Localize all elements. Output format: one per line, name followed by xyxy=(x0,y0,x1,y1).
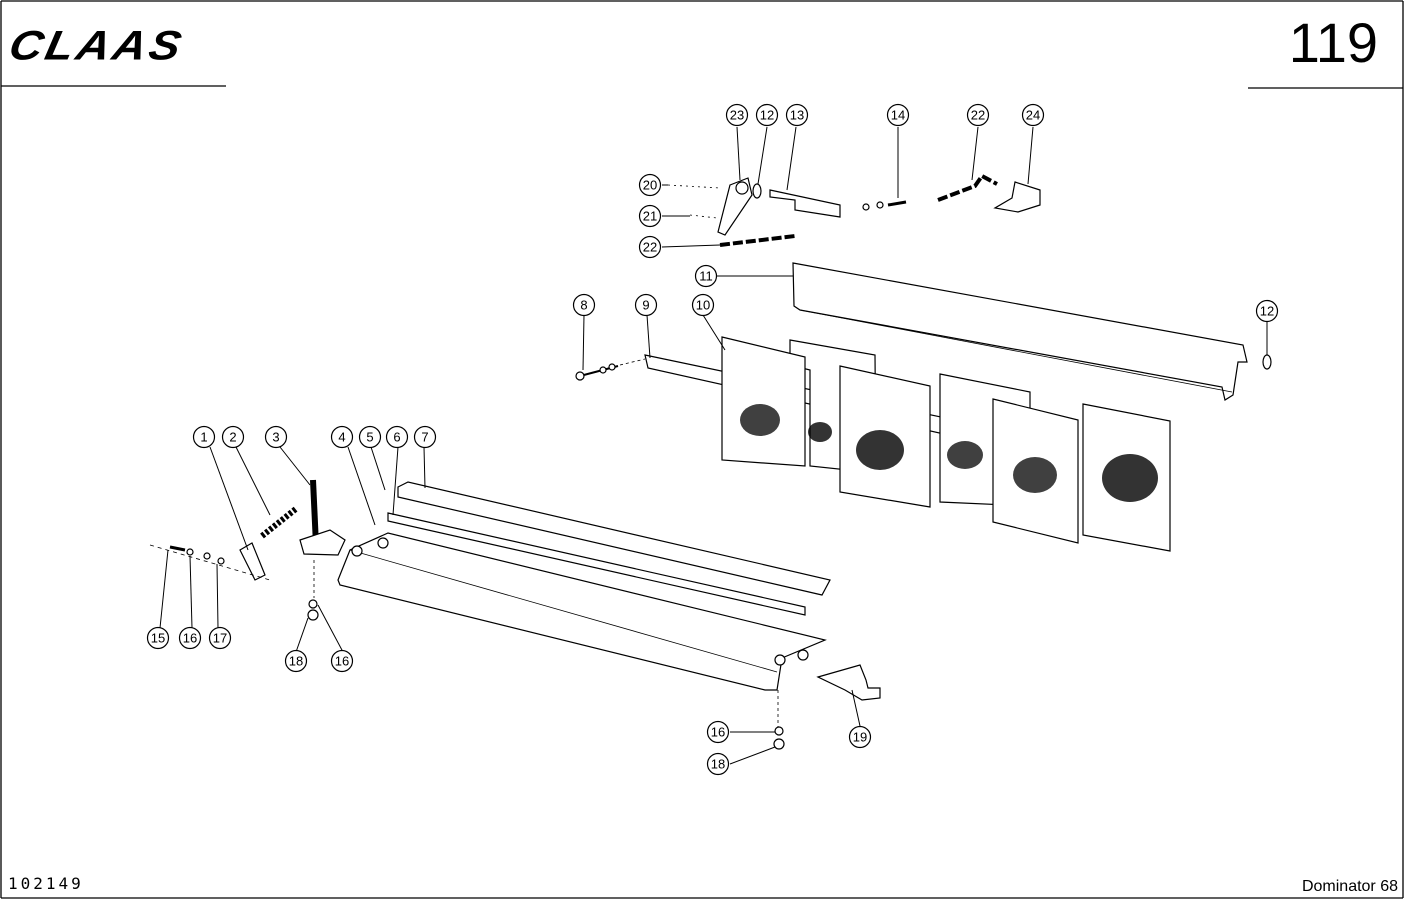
svg-text:24: 24 xyxy=(1026,108,1040,123)
callout-7: 7 xyxy=(413,425,437,449)
callout-10: 10 xyxy=(691,293,715,317)
callout-9: 9 xyxy=(634,293,658,317)
callout-21: 21 xyxy=(638,204,662,228)
svg-text:2: 2 xyxy=(229,430,236,445)
svg-text:22: 22 xyxy=(643,240,657,255)
callout-6: 6 xyxy=(385,425,409,449)
svg-text:16: 16 xyxy=(711,725,725,740)
leader-lines xyxy=(159,126,1268,765)
svg-text:18: 18 xyxy=(289,654,303,669)
svg-text:18: 18 xyxy=(711,757,725,772)
svg-text:8: 8 xyxy=(580,298,587,313)
svg-text:11: 11 xyxy=(699,269,713,284)
callout-15: 15 xyxy=(146,626,170,650)
svg-text:16: 16 xyxy=(183,631,197,646)
svg-text:1: 1 xyxy=(200,430,207,445)
callout-20: 20 xyxy=(638,173,662,197)
lower-assembly xyxy=(149,479,881,750)
callout-11: 11 xyxy=(694,264,718,288)
flap-texture xyxy=(740,404,1158,502)
callout-1: 1 xyxy=(192,425,216,449)
svg-text:20: 20 xyxy=(643,178,657,193)
callout-12-right: 12 xyxy=(1255,299,1279,323)
svg-text:13: 13 xyxy=(790,108,804,123)
svg-text:9: 9 xyxy=(642,298,649,313)
callout-23: 23 xyxy=(725,103,749,127)
svg-text:12: 12 xyxy=(1260,304,1274,319)
callout-24: 24 xyxy=(1021,103,1045,127)
svg-text:12: 12 xyxy=(760,108,774,123)
callout-4: 4 xyxy=(330,425,354,449)
callout-18-bottom: 18 xyxy=(706,752,730,776)
callout-18-middle: 18 xyxy=(284,649,308,673)
callout-2: 2 xyxy=(221,425,245,449)
svg-text:14: 14 xyxy=(891,108,905,123)
model-name: Dominator 68 xyxy=(1301,878,1398,895)
callout-22-left: 22 xyxy=(638,235,662,259)
svg-text:23: 23 xyxy=(730,108,744,123)
page-number: 119 xyxy=(1288,11,1378,74)
callout-markers: 1 2 3 4 5 6 7 8 9 10 11 12 12 13 14 15 1… xyxy=(146,103,1279,776)
callout-17: 17 xyxy=(208,626,232,650)
callout-13: 13 xyxy=(785,103,809,127)
svg-text:6: 6 xyxy=(393,430,400,445)
callout-14: 14 xyxy=(886,103,910,127)
upper-assembly xyxy=(575,173,1272,552)
svg-text:16: 16 xyxy=(335,654,349,669)
callout-12-top: 12 xyxy=(755,103,779,127)
callout-16-left: 16 xyxy=(178,626,202,650)
drawing-number: 102149 xyxy=(8,874,84,893)
svg-text:10: 10 xyxy=(696,298,710,313)
svg-text:5: 5 xyxy=(366,430,373,445)
callout-3: 3 xyxy=(264,425,288,449)
callout-5: 5 xyxy=(358,425,382,449)
svg-text:19: 19 xyxy=(853,730,867,745)
callout-16-bottom: 16 xyxy=(706,720,730,744)
svg-text:15: 15 xyxy=(151,631,165,646)
callout-16-middle: 16 xyxy=(330,649,354,673)
svg-text:17: 17 xyxy=(213,631,227,646)
svg-text:3: 3 xyxy=(272,430,279,445)
callout-22-top: 22 xyxy=(966,103,990,127)
svg-text:22: 22 xyxy=(971,108,985,123)
svg-text:21: 21 xyxy=(643,209,657,224)
callout-19: 19 xyxy=(848,725,872,749)
svg-text:4: 4 xyxy=(338,430,345,445)
callout-8: 8 xyxy=(572,293,596,317)
svg-text:7: 7 xyxy=(421,430,428,445)
